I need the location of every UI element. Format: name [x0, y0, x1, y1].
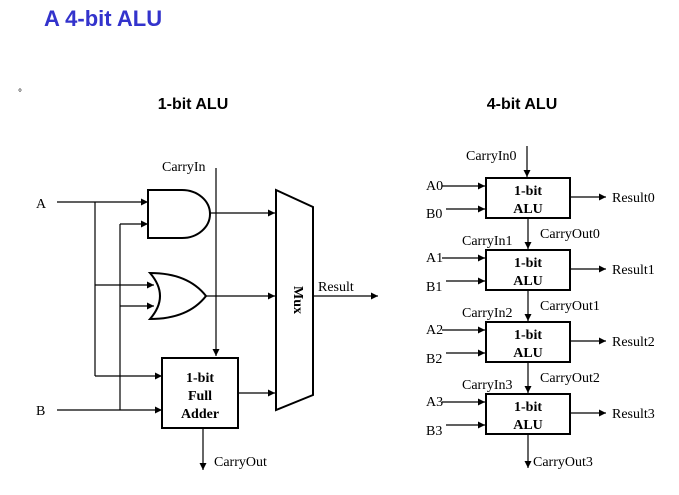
stage-3-carry-in-label: CarryIn3 [462, 378, 513, 393]
four-bit-alu: 4-bit ALU CarryIn0 1-bit ALU A0 B0 Resul… [426, 96, 655, 470]
stage-0-a-label: A0 [426, 179, 443, 194]
result-label: Result [318, 280, 354, 295]
stage-3-b-label: B3 [426, 424, 442, 439]
input-a-label: A [36, 197, 47, 212]
stage-0-carry-out-label: CarryOut0 [540, 227, 600, 242]
page-title: A 4-bit ALU [44, 6, 163, 31]
stage-2-result-label: Result2 [612, 335, 655, 350]
bullet-mark: ° [18, 88, 22, 99]
one-bit-heading: 1-bit ALU [158, 96, 229, 113]
alu-block-3 [485, 393, 571, 435]
stage-3-carry-out-label: CarryOut3 [533, 455, 593, 470]
stage-3-a-label: A3 [426, 395, 443, 410]
alu-stage-2: CarryIn2 1-bit ALU A2 B2 Result2 CarryOu… [426, 306, 655, 393]
alu-block-2-line-1: 1-bit [514, 328, 542, 343]
stage-0-carry-in-label: CarryIn0 [466, 149, 517, 164]
alu-block-2-line-2: ALU [513, 346, 543, 361]
adder-label-line-2: Full [188, 389, 212, 404]
alu-block-0-line-1: 1-bit [514, 184, 542, 199]
carry-out-label: CarryOut [214, 455, 267, 470]
alu-block-1-line-1: 1-bit [514, 256, 542, 271]
one-bit-alu: 1-bit ALU A B CarryIn [36, 96, 378, 470]
stage-1-result-label: Result1 [612, 263, 655, 278]
one-bit-wires [57, 168, 378, 470]
stage-3-result-label: Result3 [612, 407, 655, 422]
input-b-label: B [36, 404, 45, 419]
carry-in-label: CarryIn [162, 160, 206, 175]
four-bit-heading: 4-bit ALU [487, 96, 558, 113]
alu-block-3-line-2: ALU [513, 418, 543, 433]
full-adder-block [161, 357, 239, 429]
alu-block-1-line-2: ALU [513, 274, 543, 289]
mux-block [275, 188, 314, 412]
alu-block-0-line-2: ALU [513, 202, 543, 217]
stage-1-carry-out-label: CarryOut1 [540, 299, 600, 314]
stage-2-carry-out-label: CarryOut2 [540, 371, 600, 386]
stage-1-carry-in-label: CarryIn1 [462, 234, 513, 249]
stage-2-a-label: A2 [426, 323, 443, 338]
stage-1-a-label: A1 [426, 251, 443, 266]
or-gate [147, 271, 208, 321]
stage-2-carry-in-label: CarryIn2 [462, 306, 513, 321]
adder-label-line-3: Adder [181, 407, 219, 422]
alu-block-2 [485, 321, 571, 363]
adder-label-line-1: 1-bit [186, 371, 214, 386]
stage-0-b-label: B0 [426, 207, 442, 222]
alu-stage-1: CarryIn1 1-bit ALU A1 B1 Result1 CarryOu… [426, 234, 655, 321]
alu-stage-3: CarryIn3 1-bit ALU A3 B3 Result3 CarryOu… [426, 378, 655, 470]
alu-block-3-line-1: 1-bit [514, 400, 542, 415]
and-gate [147, 189, 211, 239]
stage-0-result-label: Result0 [612, 191, 655, 206]
stage-1-b-label: B1 [426, 280, 442, 295]
stage-2-b-label: B2 [426, 352, 442, 367]
alu-stage-0: 1-bit ALU A0 B0 Result0 CarryOut0 [426, 177, 655, 249]
mux-label: Mux [290, 286, 305, 314]
